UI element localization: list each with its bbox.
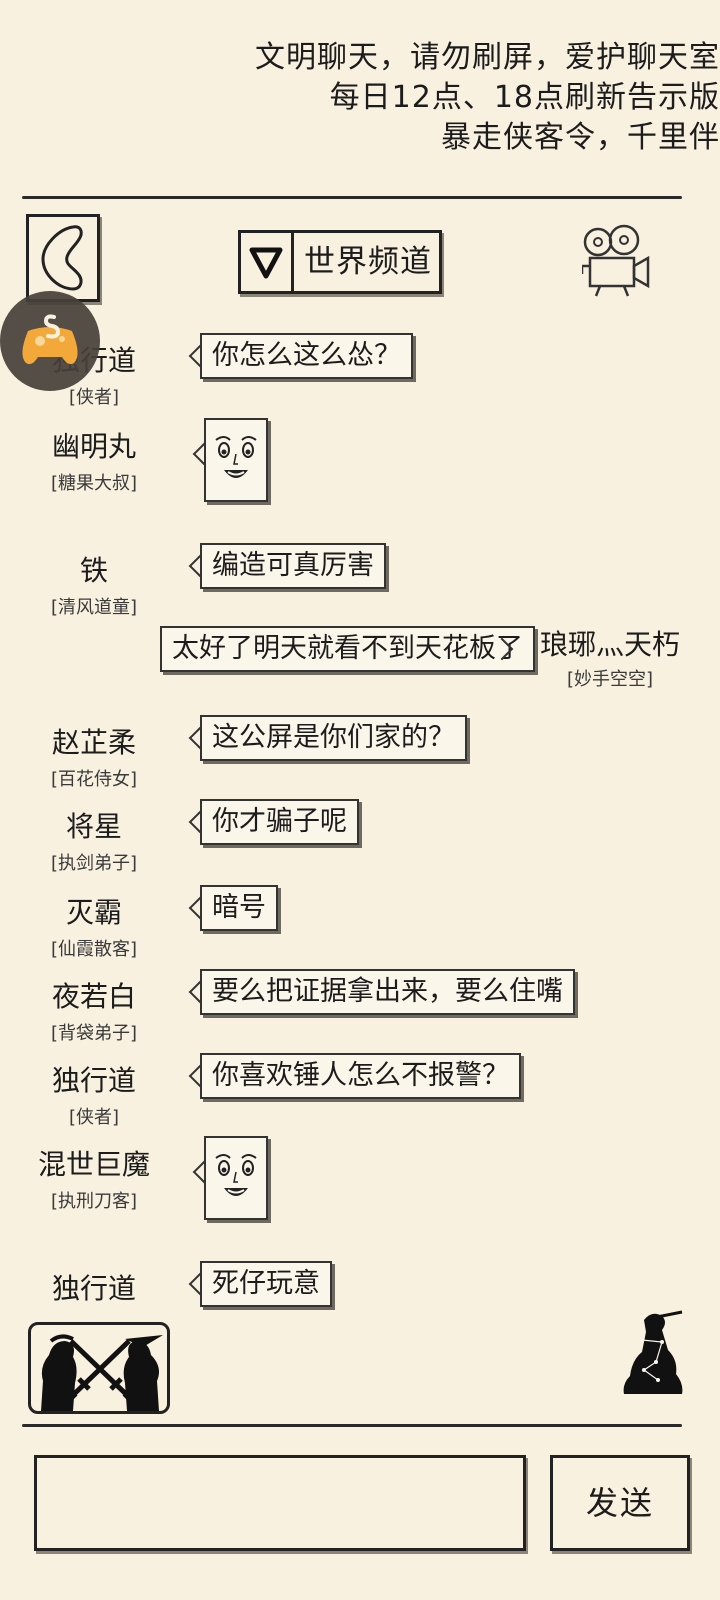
sender-title: [背袋弟子] — [50, 1023, 138, 1044]
sender-title: [百花侍女] — [50, 769, 138, 790]
notice-line-1: 文明聊天，请勿刷屏，爱护聊天室 — [255, 40, 720, 75]
sender-title: [侠者] — [68, 1107, 120, 1128]
notice-divider — [22, 196, 682, 199]
sender-title: [执剑弟子] — [50, 853, 138, 874]
smiling-face-icon — [215, 1154, 257, 1196]
notice-board: 文明聊天，请勿刷屏，爱护聊天室 每日12点、18点刷新告示版 暴走侠客令，千里伴 — [160, 38, 720, 158]
kneeling-swordsman-icon — [623, 1310, 683, 1394]
input-divider — [22, 1424, 682, 1427]
message-bubble[interactable]: 你才骗子呢 — [200, 799, 359, 845]
sender-name[interactable]: 赵芷柔 — [51, 726, 136, 759]
sender-name[interactable]: 铁 — [79, 554, 108, 587]
floating-assistant-ball[interactable] — [0, 291, 100, 391]
message-bubble[interactable]: 编造可真厉害 — [200, 543, 386, 589]
smiling-face-icon — [215, 436, 257, 478]
sender-title: [糖果大叔] — [50, 473, 138, 494]
movie-camera-icon — [580, 224, 650, 297]
movie-camera-button[interactable] — [580, 224, 654, 304]
message-bubble[interactable]: 太好了明天就看不到天花板了 — [160, 626, 535, 672]
send-button[interactable]: 发送 — [550, 1455, 690, 1551]
channel-label: 世界频道 — [304, 244, 432, 280]
character-button[interactable] — [622, 1310, 686, 1400]
back-button[interactable] — [26, 214, 100, 302]
crossed-swords-duel-icon — [41, 1334, 163, 1411]
sender-name[interactable]: 琅琊灬天朽 — [539, 628, 680, 661]
notice-line-2: 每日12点、18点刷新告示版 — [329, 80, 720, 115]
message-bubble[interactable]: 这公屏是你们家的？ — [200, 715, 467, 761]
sender-title: [妙手空空] — [566, 669, 654, 690]
sender-name[interactable]: 独行道 — [51, 1064, 136, 1097]
sender-name[interactable]: 将星 — [65, 810, 122, 843]
smiling-face-sticker[interactable] — [204, 1136, 268, 1220]
triangle-down-icon — [249, 247, 283, 279]
gamepad-assistant-icon — [22, 314, 78, 365]
smiling-face-sticker[interactable] — [204, 418, 268, 502]
back-arrow-icon — [41, 225, 83, 291]
sender-name[interactable]: 独行道 — [51, 1272, 136, 1305]
message-bubble[interactable]: 暗号 — [200, 885, 278, 931]
sender-name[interactable]: 幽明丸 — [51, 430, 136, 463]
sender-name[interactable]: 夜若白 — [51, 980, 136, 1013]
duel-button[interactable] — [28, 1322, 170, 1414]
sender-title: [侠者] — [68, 387, 120, 408]
message-bubble[interactable]: 要么把证据拿出来，要么住嘴 — [200, 969, 575, 1015]
sender-title: [执刑刀客] — [50, 1191, 138, 1212]
message-bubble[interactable]: 你怎么这么怂？ — [200, 333, 413, 379]
sender-name[interactable]: 灭霸 — [65, 896, 122, 929]
notice-line-3: 暴走侠客令，千里伴 — [441, 120, 720, 155]
message-input[interactable] — [34, 1455, 526, 1551]
channel-selector[interactable]: 世界频道 — [238, 230, 442, 294]
sender-title: [清风道童] — [50, 597, 138, 618]
sender-name[interactable]: 混世巨魔 — [37, 1148, 150, 1181]
sender-title: [仙霞散客] — [50, 939, 138, 960]
message-bubble[interactable]: 你喜欢锤人怎么不报警？ — [200, 1053, 521, 1099]
message-bubble[interactable]: 死仔玩意 — [200, 1261, 332, 1307]
channel-toggle[interactable] — [241, 233, 294, 291]
